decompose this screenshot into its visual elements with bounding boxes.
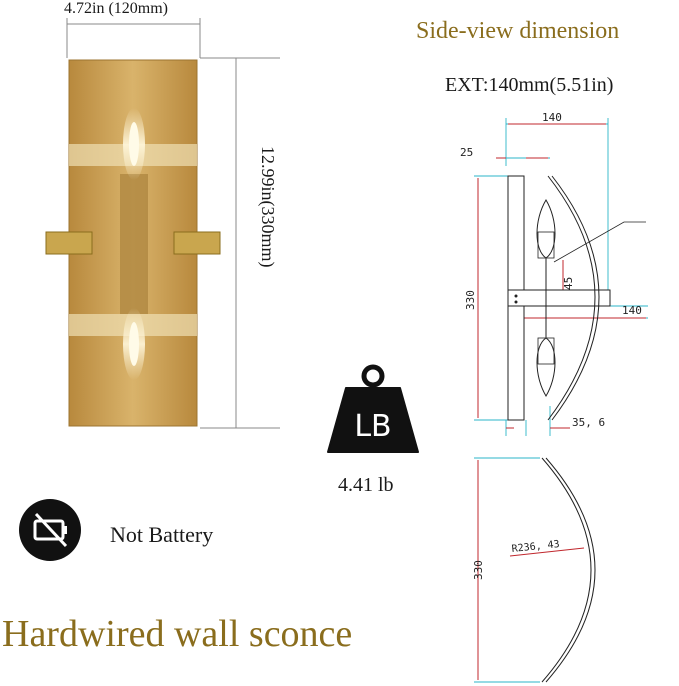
dim-140-right: 140 [622,304,642,317]
weight-icon: LB [327,364,419,453]
cyan-guides [474,118,648,683]
support-arm [507,289,611,307]
curved-shade-side-inner [551,175,600,421]
footer-title: Hardwired wall sconce [2,613,353,655]
arc-profile-inner [545,457,596,683]
side-view-diagram: 140 25 330 45 140 35, 6 330 R236, 43 [460,111,648,683]
bulb-bottom-outline [536,337,556,397]
bulb-top-outline [536,199,556,259]
screw-2 [514,300,518,304]
dim-45: 45 [562,277,575,290]
bulb-bottom-core [129,322,139,366]
dim-330-arc: 330 [472,560,485,580]
red-dim-lines [477,123,646,680]
screw-1 [514,294,518,298]
dim-radius: R236, 43 [511,539,560,555]
dim-25: 25 [460,146,473,159]
weight-value: 4.41 lb [338,474,394,496]
weight-icon-text: LB [354,409,391,444]
mount-arm-right [173,231,221,255]
product-image [45,18,280,429]
no-battery-icon [19,499,81,561]
product-width-label: 4.72in (120mm) [64,0,168,17]
ext-label: EXT:140mm(5.51in) [445,74,614,96]
leader-line [553,221,646,263]
not-battery-label: Not Battery [110,522,214,547]
arc-profile-outer [541,457,592,683]
mount-arm-left [45,231,93,255]
bulb-top-core [129,122,139,166]
bulb-top-socket [537,231,555,259]
center-stem [120,174,148,314]
dim-140-top: 140 [542,111,562,124]
side-view-title: Side-view dimension [416,18,620,44]
dim-35-6: 35, 6 [572,416,605,429]
bulb-bottom-socket [537,337,555,365]
curved-shade-side [547,175,596,421]
dim-330: 330 [464,290,477,310]
product-height-label: 12.99in(330mm) [258,146,278,268]
